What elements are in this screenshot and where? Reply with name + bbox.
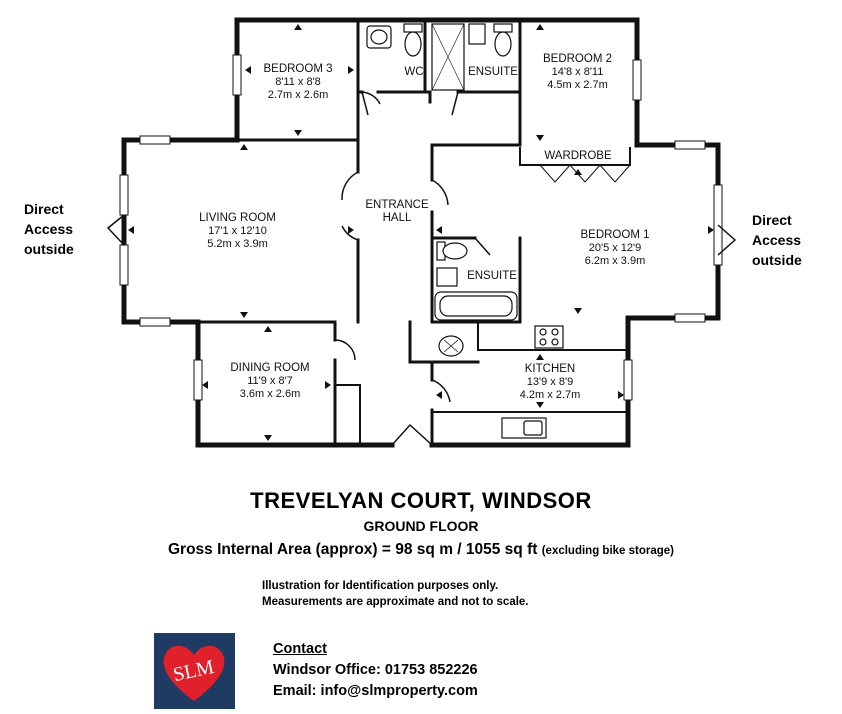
- room-size-metric: 5.2m x 3.9m: [207, 238, 268, 250]
- room-name: DINING ROOM: [230, 362, 310, 374]
- room-name: LIVING ROOM: [199, 212, 276, 224]
- property-title: TREVELYAN COURT, WINDSOR: [250, 488, 592, 513]
- disclaimer: Illustration for Identification purposes…: [262, 578, 529, 610]
- direct-access-left: Direct Access outside: [24, 199, 74, 259]
- room-kitchen: KITCHEN 13'9 x 8'9 4.2m x 2.7m: [500, 363, 600, 402]
- gross-area: Gross Internal Area (approx) = 98 sq m /…: [168, 541, 538, 558]
- room-size-imperial: 11'9 x 8'7: [247, 375, 293, 387]
- room-ensuite-top: ENSUITE: [466, 66, 520, 79]
- room-name: BEDROOM 1: [580, 229, 650, 241]
- room-bedroom3: BEDROOM 3 8'11 x 8'8 2.7m x 2.6m: [248, 63, 348, 102]
- room-size-metric: 4.5m x 2.7m: [547, 79, 608, 91]
- access-line3: outside: [24, 241, 74, 257]
- contact-email[interactable]: Email: info@slmproperty.com: [273, 683, 478, 699]
- disclaimer-line1: Illustration for Identification purposes…: [262, 580, 499, 592]
- floor-label: GROUND FLOOR: [363, 518, 479, 534]
- room-bedroom2: BEDROOM 2 14'8 x 8'11 4.5m x 2.7m: [525, 53, 630, 92]
- room-name: BEDROOM 3: [263, 63, 333, 75]
- room-name: WARDROBE: [544, 150, 612, 162]
- access-line2: Access: [752, 232, 802, 248]
- room-name: ENSUITE: [468, 66, 518, 78]
- room-living: LIVING ROOM 17'1 x 12'10 5.2m x 3.9m: [180, 212, 295, 251]
- access-line1: Direct: [752, 212, 792, 228]
- contact-heading: Contact: [273, 641, 327, 657]
- room-name: ENTRANCE: [365, 199, 429, 211]
- contact-office: Windsor Office: 01753 852226: [273, 662, 478, 678]
- room-ensuite-mid: ENSUITE: [464, 270, 520, 283]
- room-size-imperial: 20'5 x 12'9: [588, 242, 642, 254]
- direct-access-right: Direct Access outside: [752, 210, 802, 270]
- disclaimer-line2: Measurements are approximate and not to …: [262, 596, 529, 608]
- room-name: BEDROOM 2: [542, 53, 612, 65]
- slm-logo: SLM: [154, 633, 235, 709]
- area-line: Gross Internal Area (approx) = 98 sq m /…: [0, 541, 842, 559]
- room-size-metric: 4.2m x 2.7m: [519, 389, 581, 401]
- room-wardrobe: WARDROBE: [530, 150, 626, 163]
- room-dining: DINING ROOM 11'9 x 8'7 3.6m x 2.6m: [220, 362, 320, 401]
- room-size-metric: 6.2m x 3.9m: [584, 255, 646, 267]
- room-size-metric: 3.6m x 2.6m: [239, 388, 301, 400]
- room-size-metric: 2.7m x 2.6m: [267, 89, 329, 101]
- room-size-imperial: 17'1 x 12'10: [208, 225, 267, 237]
- room-name: KITCHEN: [524, 363, 576, 375]
- room-name-line2: HALL: [382, 212, 412, 224]
- area-note: (excluding bike storage): [541, 545, 674, 557]
- room-size-imperial: 8'11 x 8'8: [275, 76, 321, 88]
- room-bedroom1: BEDROOM 1 20'5 x 12'9 6.2m x 3.9m: [560, 229, 670, 268]
- room-name: ENSUITE: [467, 270, 517, 282]
- room-size-imperial: 14'8 x 8'11: [551, 66, 604, 78]
- room-size-imperial: 13'9 x 8'9: [526, 376, 574, 388]
- access-line3: outside: [752, 252, 802, 268]
- room-name: WC: [404, 66, 424, 78]
- room-entrance-hall: ENTRANCE HALL: [362, 199, 432, 225]
- access-line2: Access: [24, 221, 74, 237]
- heart-icon: SLM: [163, 645, 225, 701]
- access-line1: Direct: [24, 201, 64, 217]
- room-wc: WC: [396, 66, 432, 79]
